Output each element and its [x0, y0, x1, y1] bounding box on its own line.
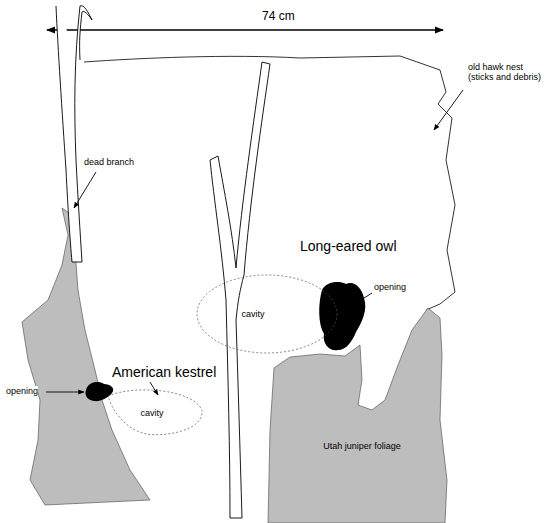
leader-line: [74, 172, 96, 208]
species-label: American kestrel: [112, 364, 216, 380]
juniper-foliage: [22, 208, 150, 505]
dimension-line: [47, 29, 443, 30]
leader-line: [434, 90, 463, 130]
node-text: cavity: [140, 408, 163, 418]
cavity-outline: cavity: [196, 274, 338, 354]
node-text: Utah juniper foliage: [323, 441, 401, 451]
dimension-label: 74 cm: [262, 10, 295, 24]
leader-line: [356, 293, 372, 303]
text-holder: cavity: [241, 309, 264, 319]
kestrel-opening: [85, 382, 113, 401]
part-label: dead branch: [84, 157, 134, 167]
hawk-nest-outline: [84, 56, 455, 310]
cavity-outline: cavity: [108, 388, 204, 438]
part-label: opening: [374, 282, 406, 292]
juniper-foliage: [268, 308, 447, 523]
cavity-outline: [197, 275, 337, 353]
leader-line: [150, 382, 158, 395]
owl-opening: [319, 282, 365, 350]
leader-line: [46, 392, 84, 393]
foliage-shape: [262, 305, 448, 523]
dead-branch: [56, 6, 92, 262]
text-holder: Utah juniper foliage: [323, 441, 401, 451]
central-branch: [210, 62, 270, 518]
text-holder: cavity: [140, 408, 163, 418]
foliage-region: Utah juniper foliage: [262, 305, 448, 523]
cavity-shape: [196, 274, 338, 354]
part-label: opening: [6, 386, 38, 396]
cavity-outline: [108, 390, 202, 435]
species-label: Long-eared owl: [300, 238, 397, 254]
node-text: cavity: [241, 309, 264, 319]
part-label: old hawk nest (sticks and debris): [468, 62, 548, 83]
